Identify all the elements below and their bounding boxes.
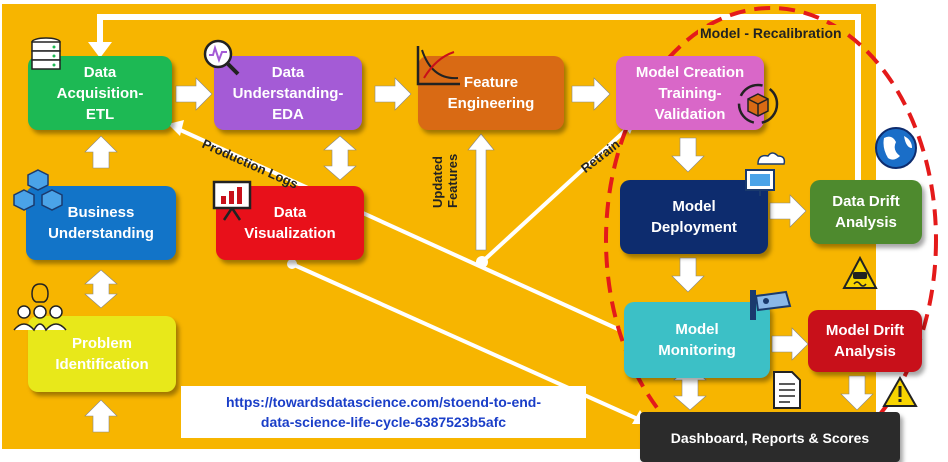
node-model-drift: Model Drift Analysis — [808, 310, 922, 372]
source-url-line1[interactable]: https://towardsdatascience.com/stoend-to… — [225, 394, 542, 410]
model-recalibration-label: Model - Recalibration — [698, 25, 844, 41]
hub-dot — [476, 256, 488, 268]
source-url-box: https://towardsdatascience.com/stoend-to… — [181, 386, 586, 438]
node-problem-identification: Problem Identification — [28, 316, 176, 392]
node-feature-engineering-label: Feature Engineering — [447, 74, 535, 112]
updated-features-label: Updated Features — [430, 153, 460, 208]
lifecycle-diagram: Data Acquisition- ETL Data Understanding… — [2, 4, 938, 462]
node-data-drift-label: Data Drift Analysis — [832, 193, 900, 231]
node-model-monitoring-label: Model Monitoring — [658, 321, 736, 359]
node-problem-identification-label: Problem Identification — [55, 335, 149, 373]
node-model-creation: Model Creation Training- Validation — [616, 56, 764, 130]
node-feature-engineering: Feature Engineering — [418, 56, 564, 130]
node-model-drift-label: Model Drift Analysis — [825, 322, 905, 360]
recalibration-arrowhead — [88, 42, 112, 58]
flow-arrows — [84, 77, 874, 433]
node-data-drift: Data Drift Analysis — [810, 180, 922, 244]
recalibration-loop — [97, 14, 861, 182]
node-dashboard: Dashboard, Reports & Scores — [640, 412, 900, 462]
node-data-acquisition-label: Data Acquisition- ETL — [56, 63, 144, 123]
production-logs-arrowhead — [168, 120, 184, 136]
node-model-deployment: Model Deployment — [620, 180, 768, 254]
source-url-line2[interactable]: data-science-life-cycle-6387523b5afc — [260, 414, 507, 430]
node-model-monitoring: Model Monitoring — [624, 302, 770, 378]
highlight-ellipse — [604, 6, 938, 449]
node-dashboard-label: Dashboard, Reports & Scores — [670, 430, 870, 446]
node-data-understanding-label: Data Understanding- EDA — [232, 63, 344, 123]
node-data-visualization: Data Visualization — [216, 186, 364, 260]
node-data-visualization-label: Data Visualization — [244, 204, 336, 242]
node-model-creation-label: Model Creation Training- Validation — [635, 63, 745, 123]
thin-lines — [175, 126, 641, 422]
node-business-understanding-label: Business Understanding — [48, 204, 154, 242]
node-model-deployment-label: Model Deployment — [651, 198, 737, 236]
node-business-understanding: Business Understanding — [26, 186, 176, 260]
visualization-dot — [287, 259, 297, 269]
node-data-acquisition: Data Acquisition- ETL — [28, 56, 172, 130]
node-data-understanding: Data Understanding- EDA — [214, 56, 362, 130]
